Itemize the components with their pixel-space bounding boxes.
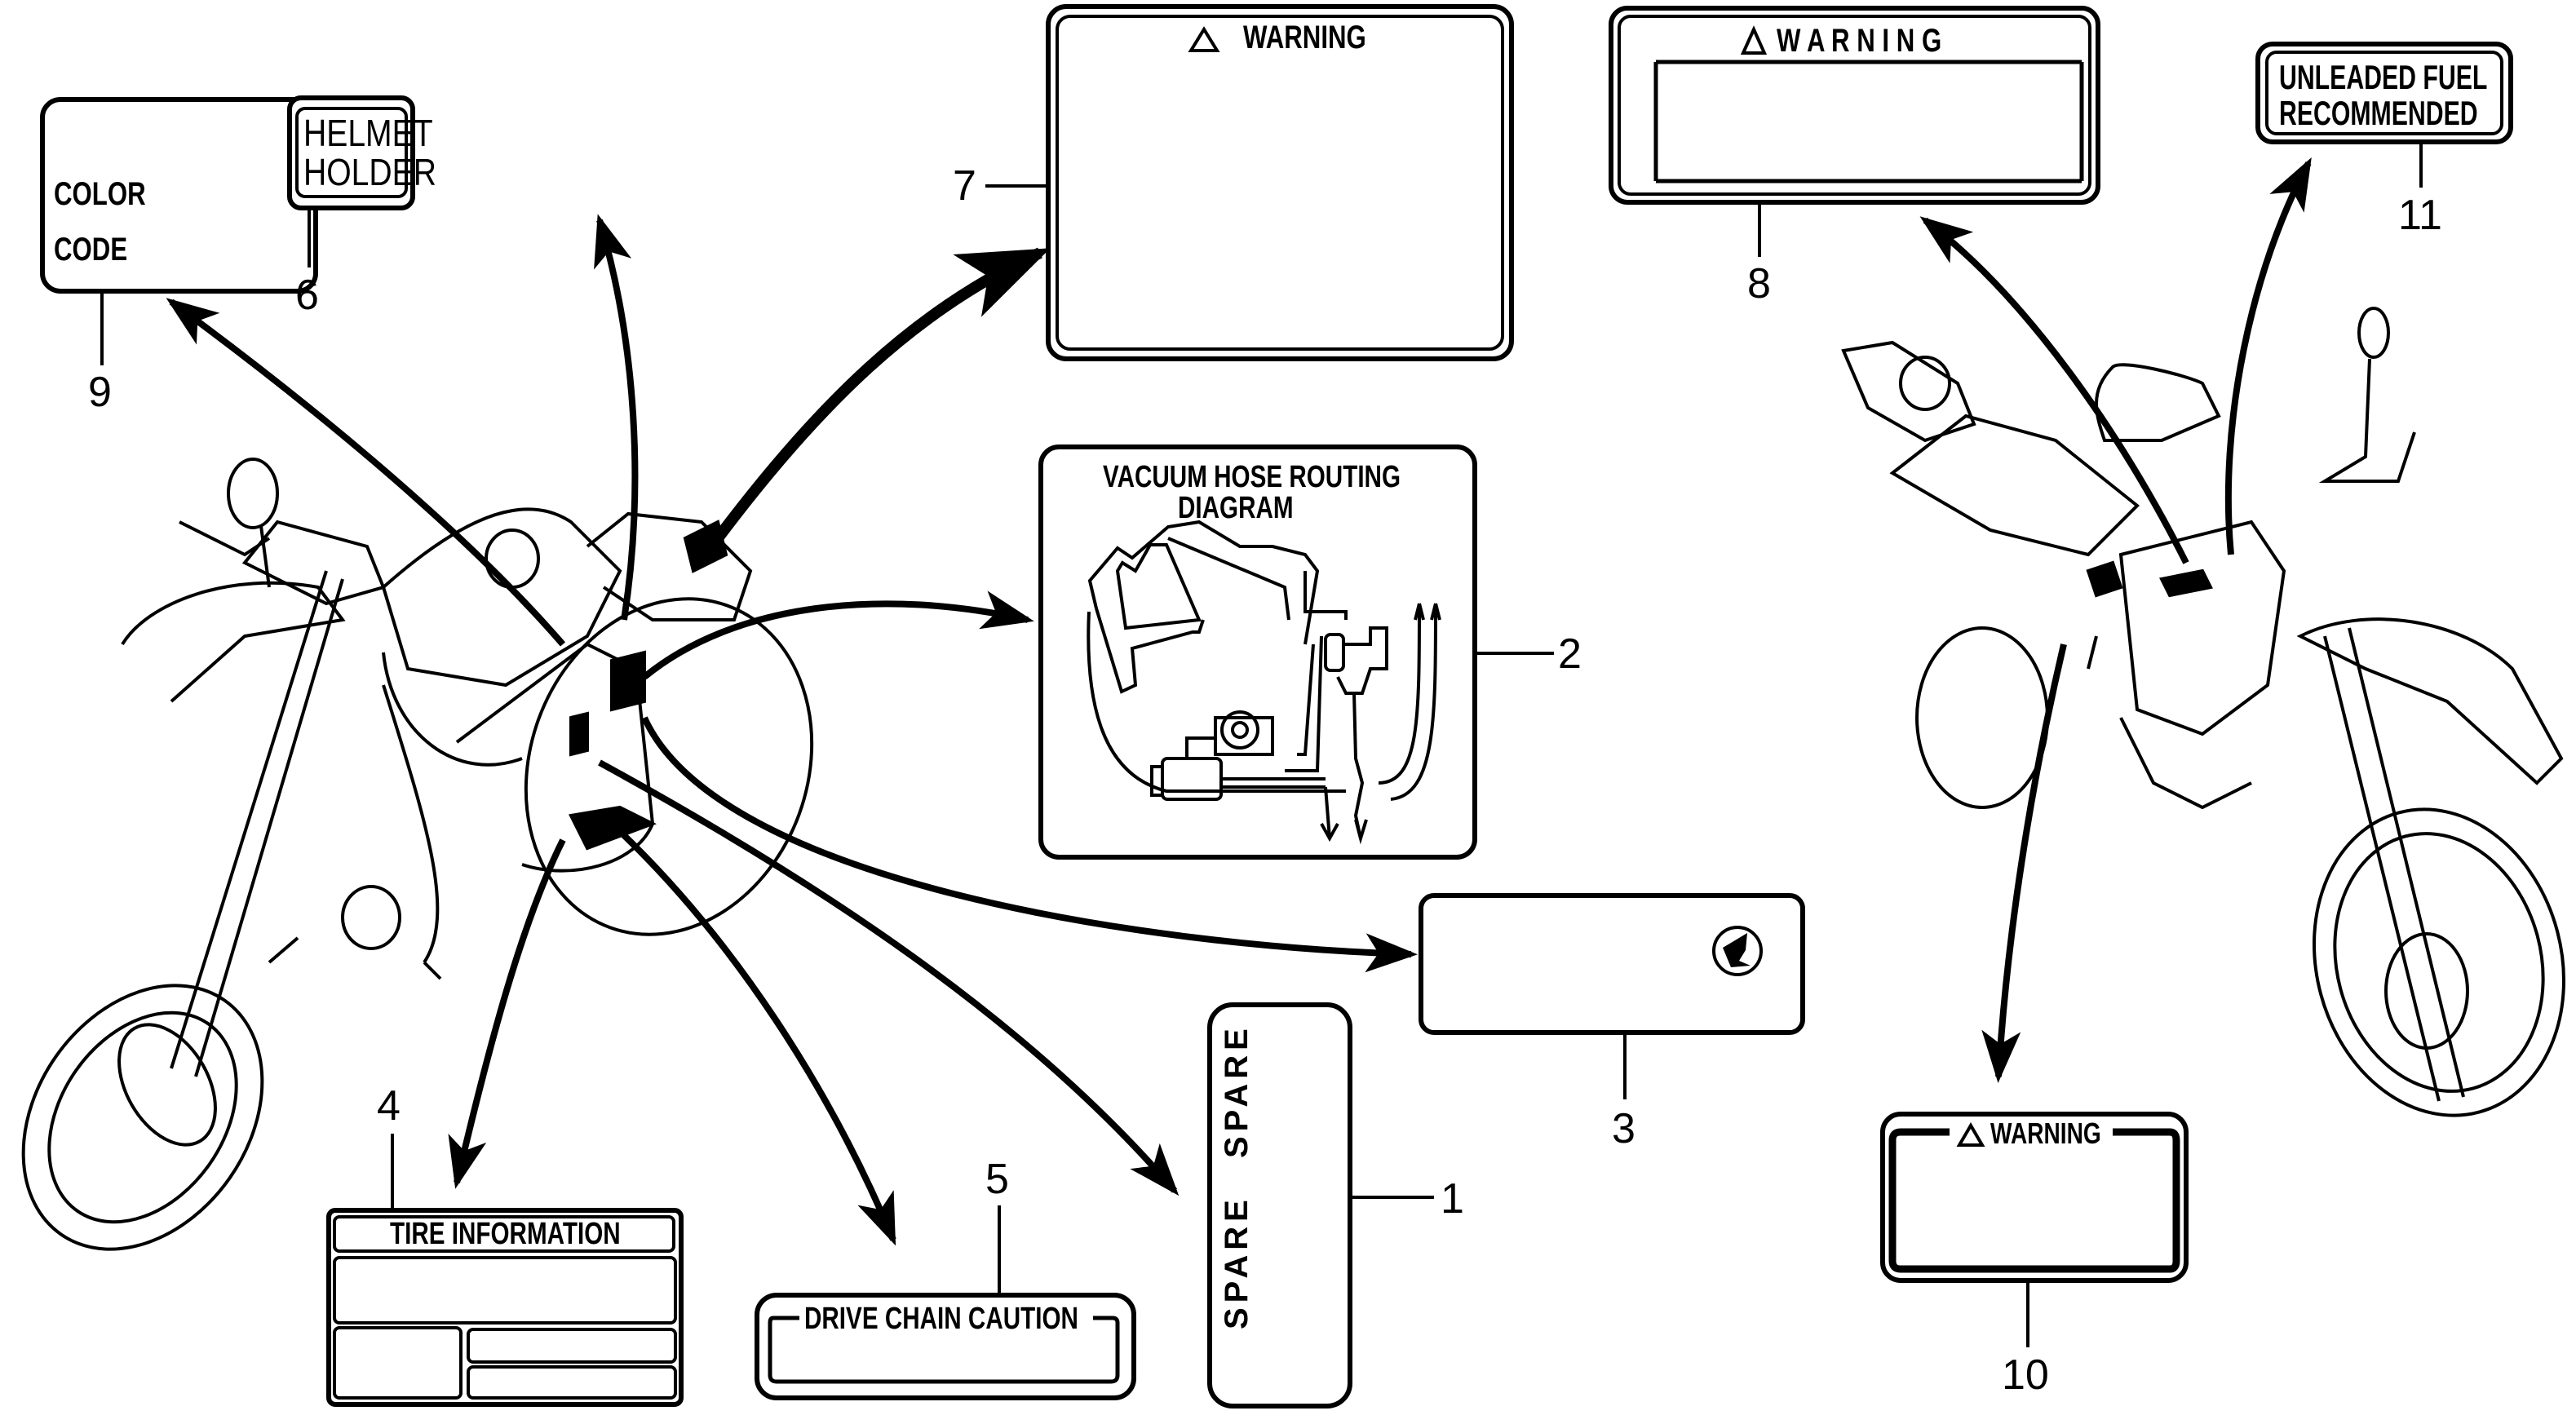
emblem-label — [1419, 893, 1805, 1099]
tire-information-label — [326, 1134, 684, 1407]
vacuum-hose-routing-label — [1038, 444, 1554, 860]
motorcycle-left-illustration — [21, 458, 814, 1251]
arrow-to-label-8 — [1919, 216, 2189, 564]
callout-number-6: 6 — [295, 272, 319, 319]
callout-number-7: 7 — [953, 162, 976, 210]
helmet-holder-line1: HELMET — [303, 112, 433, 154]
warning-triangle-icon — [1740, 25, 1768, 55]
drive-chain-caution-label — [755, 1205, 1136, 1400]
callout-number-10: 10 — [2002, 1351, 2049, 1399]
unleaded-fuel-label — [2255, 42, 2513, 188]
arrow-to-label-11 — [2224, 157, 2312, 555]
warning-label-small — [1880, 1112, 2189, 1347]
vacuum-hose-line1: VACUUM HOSE ROUTING — [1103, 460, 1401, 494]
warning-triangle-icon — [1956, 1122, 1985, 1147]
callout-number-5: 5 — [985, 1156, 1009, 1203]
callout-number-2: 2 — [1558, 630, 1582, 678]
unleaded-fuel-line1: UNLEADED FUEL — [2279, 58, 2488, 96]
arrow-to-label-6 — [594, 214, 639, 621]
helmet-holder-line2: HOLDER — [303, 151, 436, 193]
helmet-holder-label — [287, 95, 415, 268]
vacuum-hose-diagram-icon — [1087, 520, 1441, 845]
color-code-line2: CODE — [54, 232, 128, 268]
callout-number-3: 3 — [1612, 1105, 1635, 1152]
arrow-to-label-9 — [166, 298, 566, 647]
unleaded-fuel-line2: RECOMMENDED — [2279, 94, 2478, 132]
arrow-to-label-4 — [448, 838, 566, 1189]
motorcycle-right-illustration — [1841, 307, 2566, 1117]
warning-label-wide — [1609, 6, 2100, 257]
arrow-to-label-3 — [641, 716, 1418, 973]
warning-wide-title: W A R N I N G — [1777, 23, 1942, 59]
drive-chain-title: DRIVE CHAIN CAUTION — [804, 1302, 1078, 1336]
callout-number-8: 8 — [1747, 260, 1771, 307]
callout-number-9: 9 — [88, 369, 112, 416]
spare-text-bottom: SPARE — [1219, 1195, 1255, 1329]
spare-text-top: SPARE — [1219, 1024, 1255, 1158]
callout-arrows — [166, 157, 2312, 1246]
warning-label-large — [985, 4, 1514, 361]
warning-small-title: WARNING — [1990, 1117, 2101, 1150]
arrow-to-label-7 — [713, 247, 1051, 542]
wing-emblem-icon — [1723, 933, 1751, 967]
warning-large-title: WARNING — [1243, 20, 1366, 55]
arrow-to-label-5 — [609, 821, 896, 1246]
callout-number-1: 1 — [1441, 1175, 1464, 1223]
arrow-to-label-1 — [598, 759, 1180, 1196]
arrow-to-label-2 — [642, 590, 1034, 680]
warning-triangle-icon — [1188, 26, 1220, 52]
vacuum-hose-line2: DIAGRAM — [1178, 491, 1294, 525]
spare-label — [1207, 1002, 1434, 1409]
callout-number-11: 11 — [2398, 192, 2442, 239]
tire-information-title: TIRE INFORMATION — [390, 1217, 621, 1251]
callout-number-4: 4 — [377, 1082, 401, 1130]
arrow-to-label-10 — [1981, 643, 2067, 1083]
color-code-line1: COLOR — [54, 176, 146, 212]
